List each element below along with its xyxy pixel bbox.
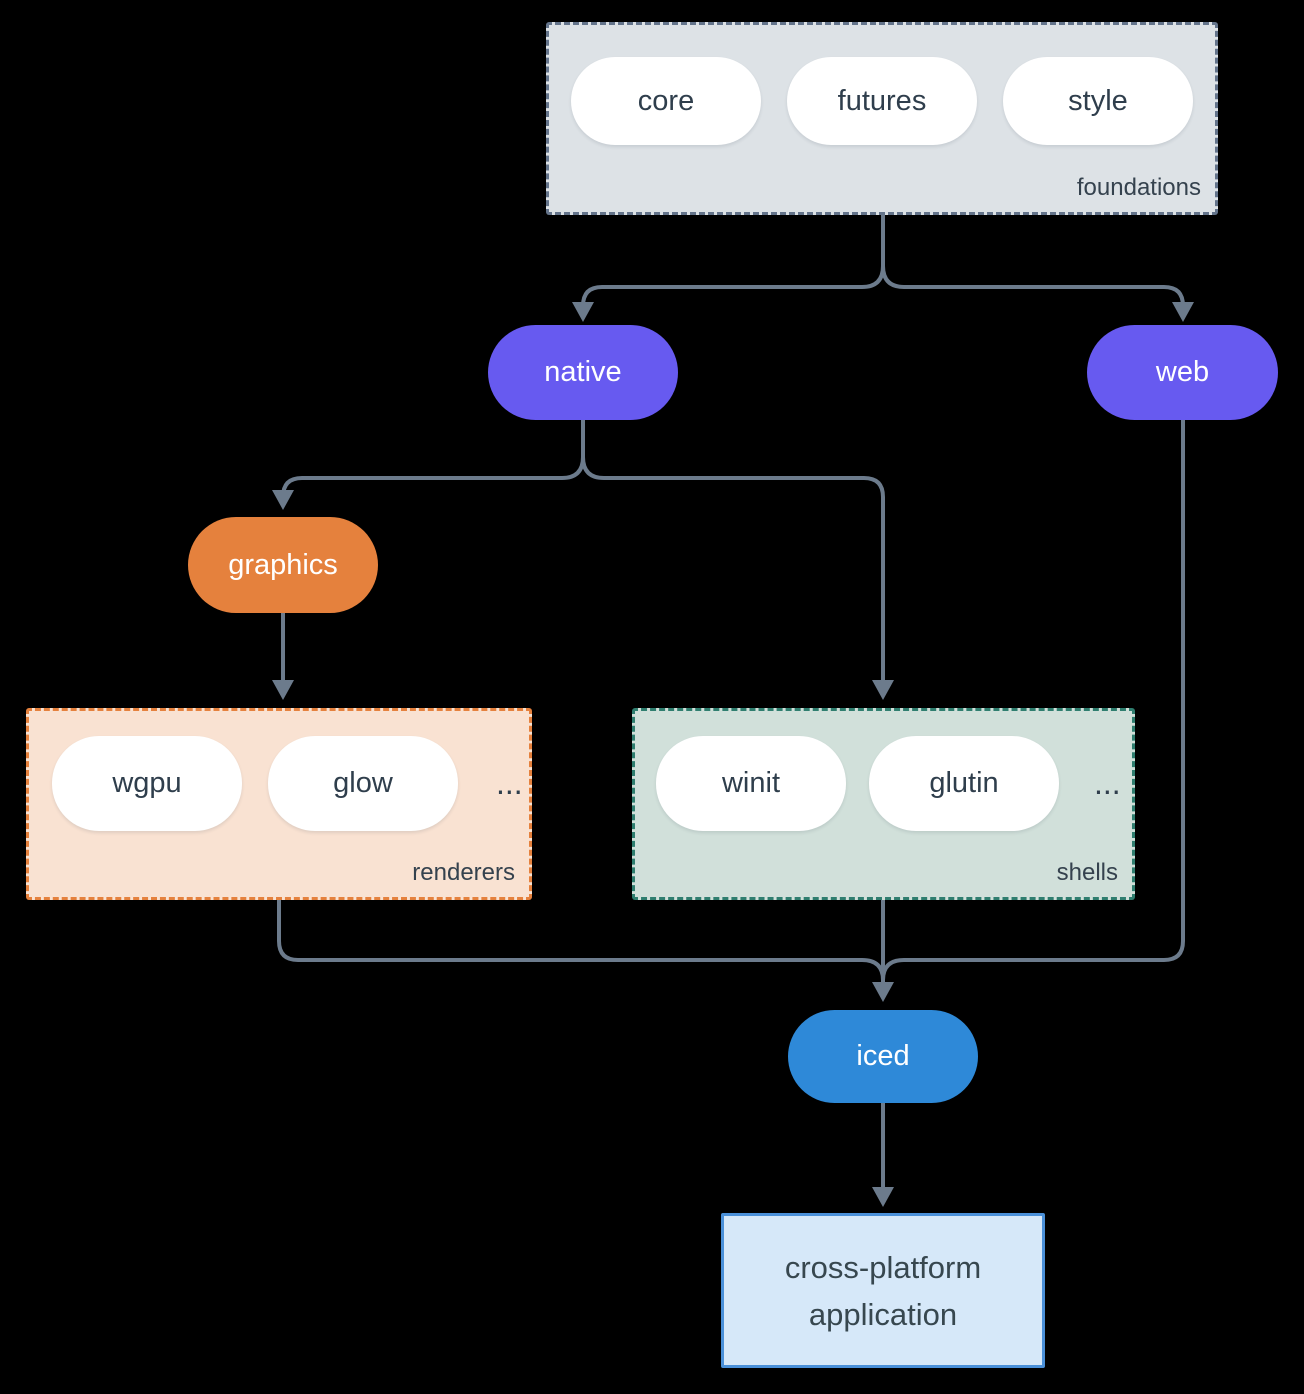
edge-foundations-web <box>881 265 1185 312</box>
arrowhead-native <box>572 302 594 322</box>
node-iced: iced <box>788 1010 978 1103</box>
arrowhead-web <box>1172 302 1194 322</box>
application-label-line2: application <box>808 1296 958 1332</box>
node-glow: glow <box>268 736 458 831</box>
edge-renderers-iced <box>277 900 885 981</box>
node-futures: futures <box>787 57 977 145</box>
node-style: style <box>1003 57 1193 145</box>
group-renderers: wgpu glow ... renderers <box>26 708 532 900</box>
shells-ellipsis: ... <box>1094 765 1121 801</box>
node-cross-platform-application: cross-platform application <box>721 1213 1045 1368</box>
renderers-label: renderers <box>412 859 515 886</box>
group-shells: winit glutin ... shells <box>632 708 1135 900</box>
renderers-pill-row: wgpu glow ... <box>29 711 529 831</box>
group-foundations: core futures style foundations <box>546 22 1218 215</box>
node-wgpu: wgpu <box>52 736 242 831</box>
application-label-line1: cross-platform <box>784 1249 982 1285</box>
edge-native-graphics <box>281 420 585 500</box>
arrowhead-shells <box>872 680 894 700</box>
shells-label: shells <box>1056 859 1118 886</box>
arrowhead-application <box>872 1187 894 1207</box>
foundations-pill-row: core futures style <box>549 25 1215 145</box>
foundations-label: foundations <box>1076 174 1201 201</box>
node-native: native <box>488 325 678 420</box>
renderers-ellipsis: ... <box>496 765 523 801</box>
node-glutin: glutin <box>869 736 1059 831</box>
node-web: web <box>1087 325 1278 420</box>
edge-web-iced <box>881 420 1185 981</box>
node-winit: winit <box>656 736 846 831</box>
shells-pill-row: winit glutin ... <box>635 711 1132 831</box>
arrowhead-iced <box>872 982 894 1002</box>
node-core: core <box>571 57 761 145</box>
edge-native-shells <box>581 456 885 686</box>
edge-foundations-native <box>581 215 885 312</box>
node-graphics: graphics <box>188 517 378 613</box>
arrowhead-renderers <box>272 680 294 700</box>
arrowhead-graphics <box>272 490 294 510</box>
